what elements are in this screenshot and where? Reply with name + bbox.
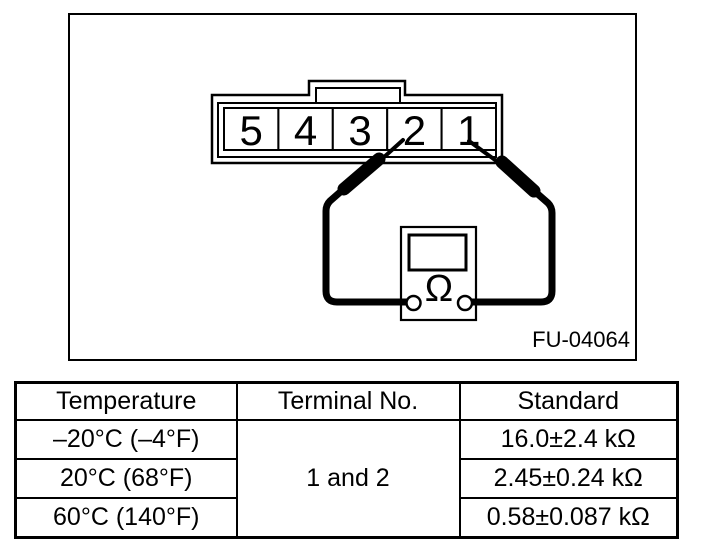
temperature-header: Temperature [14, 381, 238, 421]
terminal-cell [331, 107, 389, 151]
connector-ohmmeter-diagram: 5 4 3 2 1 Ω [210, 79, 556, 322]
temperature-cell: 20°C (68°F) [14, 458, 238, 499]
ohmmeter-display [407, 233, 468, 272]
connector-tab [315, 87, 401, 104]
terminal-3-label: 3 [348, 107, 371, 154]
meter-terminal-left [405, 294, 422, 312]
temperature-cell: –20°C (–4°F) [14, 419, 238, 460]
meter-terminal-right [456, 294, 474, 312]
probe-grip-left [337, 152, 386, 196]
terminal-no-cell: 1 and 2 [235, 419, 461, 539]
terminal-5-label: 5 [240, 107, 263, 154]
ohm-symbol: Ω [425, 268, 453, 310]
resistance-spec-table: Temperature Terminal No. Standard –20°C … [14, 381, 679, 539]
table-row: –20°C (–4°F) 1 and 2 16.0±2.4 kΩ [14, 419, 679, 539]
standard-cell: 16.0±2.4 kΩ [458, 419, 679, 460]
standard-header: Standard [458, 381, 679, 421]
terminal-cell [386, 107, 443, 151]
test-lead-right [466, 185, 556, 306]
table-header-row: Temperature Terminal No. Standard [14, 381, 679, 421]
terminal-4-label: 4 [294, 107, 317, 154]
test-lead-left [322, 183, 412, 306]
figure-box: 5 4 3 2 1 Ω FU-04064 [68, 13, 637, 361]
terminal-cell [277, 107, 334, 151]
terminal-2-label: 2 [403, 107, 426, 154]
probe-grip-right [495, 155, 541, 198]
table-row: 20°C (68°F) 2.45±0.24 kΩ [14, 458, 679, 499]
terminal-cell [223, 107, 280, 151]
table-row: 60°C (140°F) 0.58±0.087 kΩ [14, 497, 679, 539]
standard-cell: 0.58±0.087 kΩ [458, 497, 679, 539]
terminal-1-label: 1 [457, 107, 480, 154]
standard-cell: 2.45±0.24 kΩ [458, 458, 679, 499]
terminal-no-header: Terminal No. [235, 381, 461, 421]
figure-code: FU-04064 [532, 327, 630, 352]
temperature-cell: 60°C (140°F) [14, 497, 238, 539]
probe-tip-terminal-2 [381, 138, 405, 160]
